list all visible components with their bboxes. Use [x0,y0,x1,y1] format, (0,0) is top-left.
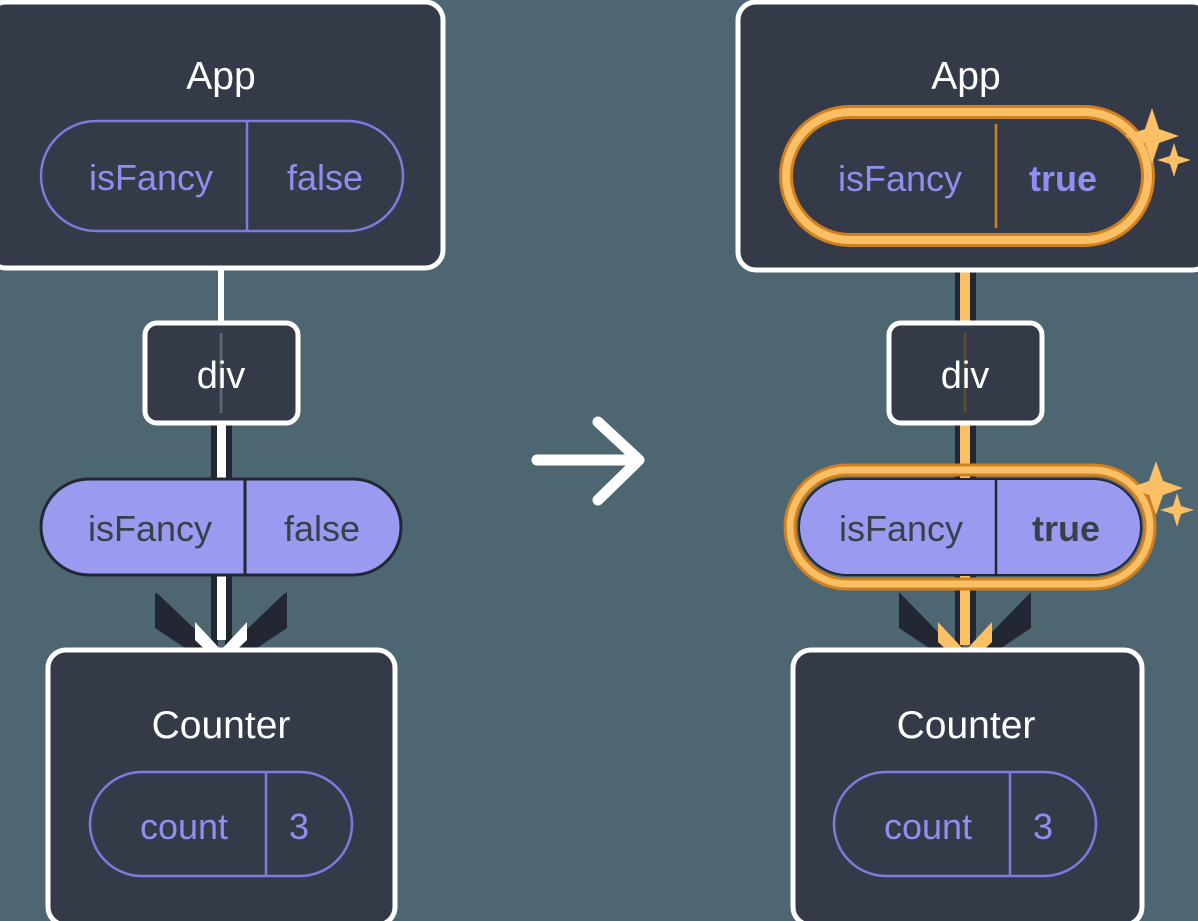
left-counter-panel[interactable]: Counter count 3 [45,647,398,921]
left-prop-pill-value: false [284,508,360,549]
left-app-pill-value: false [287,157,363,198]
left-prop-pill-key: isFancy [88,508,212,549]
right-prop-pill[interactable] [798,478,1142,576]
right-counter-pill[interactable] [832,770,1098,878]
left-app-panel-box [0,0,446,271]
right-app-pill-highlight-inner [782,108,1152,244]
left-app-pill[interactable] [39,119,405,233]
left-counter-pill-value: 3 [289,806,309,847]
right-prop-pill-key: isFancy [839,508,963,549]
left-edge-app-to-div [218,258,224,328]
left-app-panel[interactable]: App isFancy false [0,0,446,271]
right-counter-title: Counter [897,704,1036,747]
right-app-title: App [931,55,1000,98]
right-counter-pill-value: 3 [1033,806,1053,847]
left-counter-title: Counter [152,704,291,747]
left-counter-pill[interactable] [88,770,354,878]
right-prop-pill-value: true [1032,508,1100,549]
left-prop-pill-group[interactable]: isFancy false [39,477,403,577]
right-app-pill-value: true [1029,158,1097,199]
right-app-pill-key: isFancy [838,158,962,199]
right-div-node[interactable]: div [886,320,1045,426]
right-prop-sparkle-icon [1129,461,1194,527]
right-app-pill[interactable] [798,124,1136,228]
left-div-node[interactable]: div [142,320,301,426]
right-arrowhead-dark [899,592,1031,672]
right-counter-panel[interactable]: Counter count 3 [790,647,1145,921]
left-counter-pill-key: count [140,806,228,847]
left-prop-pill[interactable] [39,477,403,577]
right-app-sparkle-icon [1125,108,1191,177]
right-div-label: div [941,355,990,397]
right-counter-panel-box [790,647,1145,921]
transition-arrow-right-icon [531,416,645,506]
left-app-pill-key: isFancy [89,157,213,198]
left-app-title: App [186,55,255,98]
left-div-label: div [197,355,246,397]
right-counter-pill-key: count [884,806,972,847]
right-app-panel[interactable]: App isFancy true [735,0,1198,273]
left-counter-panel-box [45,647,398,921]
right-prop-pill-group[interactable]: isFancy true [783,461,1194,591]
left-arrowhead-dark-solid [155,592,287,672]
right-prop-pill-highlight-inner [786,466,1154,588]
